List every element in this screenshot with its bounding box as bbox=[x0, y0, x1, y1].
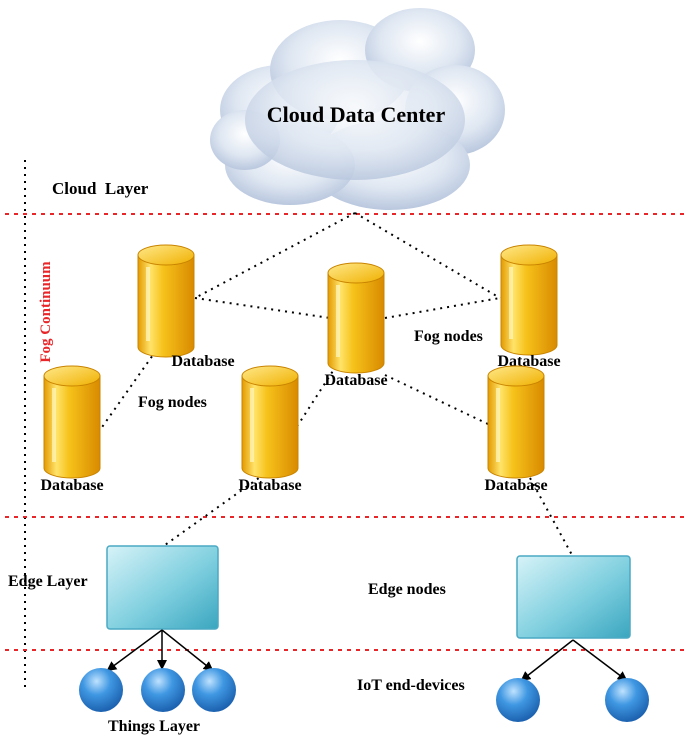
fog-continuum-label: Fog Continuum bbox=[38, 261, 54, 363]
edge-layer-label: Edge Layer bbox=[8, 573, 88, 590]
database-cylinder: Database bbox=[40, 365, 104, 494]
database-cylinder: Database bbox=[324, 262, 388, 389]
link-db5-edge1 bbox=[164, 469, 271, 546]
edge-node-left bbox=[106, 545, 219, 630]
database-cylinder: Database bbox=[137, 244, 235, 370]
cloud-layer-label: Cloud Layer bbox=[52, 179, 149, 198]
link-db1-db2 bbox=[194, 297, 331, 319]
iot-device-4 bbox=[496, 678, 540, 722]
link-db2-db3 bbox=[384, 297, 501, 319]
link-db2-db6 bbox=[384, 374, 491, 426]
link-db1-db4 bbox=[99, 344, 161, 431]
database-label: Database bbox=[40, 477, 103, 494]
connections bbox=[99, 212, 573, 556]
link-db6-edge2 bbox=[529, 477, 573, 556]
database-cylinder: Database bbox=[497, 244, 561, 370]
iot-device-5 bbox=[605, 678, 649, 722]
database-label: Database bbox=[484, 477, 547, 494]
fog-nodes-label-right: Fog nodes bbox=[414, 328, 483, 345]
database-cylinder: Database bbox=[484, 365, 548, 494]
cloud-shape bbox=[210, 8, 505, 210]
iot-device-3 bbox=[192, 668, 236, 712]
fog-nodes-label-left: Fog nodes bbox=[138, 394, 207, 411]
iot-end-devices-label: IoT end-devices bbox=[357, 677, 465, 694]
database-label: Database bbox=[324, 372, 387, 389]
database-cylinder: Database bbox=[238, 365, 302, 494]
edge-nodes-label: Edge nodes bbox=[368, 581, 446, 598]
edge-node-right bbox=[516, 555, 631, 639]
device-links bbox=[106, 629, 628, 682]
database-label: Database bbox=[171, 353, 234, 370]
database-label: Database bbox=[238, 477, 301, 494]
link-db2-db5 bbox=[297, 359, 341, 426]
things-layer-label: Things Layer bbox=[108, 718, 200, 735]
iot-device-1 bbox=[79, 668, 123, 712]
iot-device-2 bbox=[141, 668, 185, 712]
cloud-data-center-label: Cloud Data Center bbox=[267, 102, 446, 127]
link-cloud-db3 bbox=[354, 212, 501, 299]
